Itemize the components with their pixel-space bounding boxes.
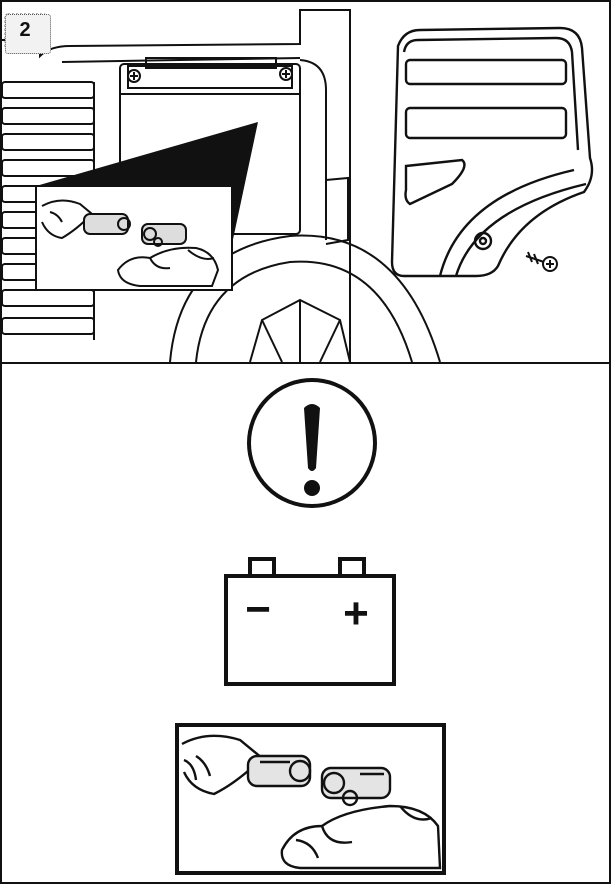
illustration-panel xyxy=(1,1,610,363)
step-number: 2 xyxy=(19,15,36,45)
step-number-badge: 2 xyxy=(5,14,51,54)
battery-plus-label: + xyxy=(343,589,369,638)
battery-icon: − + xyxy=(226,559,394,684)
inset-connector-detail xyxy=(36,186,232,290)
battery-minus-label: − xyxy=(245,585,271,634)
connector-plug-icon xyxy=(177,725,444,873)
warning-exclamation-icon xyxy=(249,380,375,506)
